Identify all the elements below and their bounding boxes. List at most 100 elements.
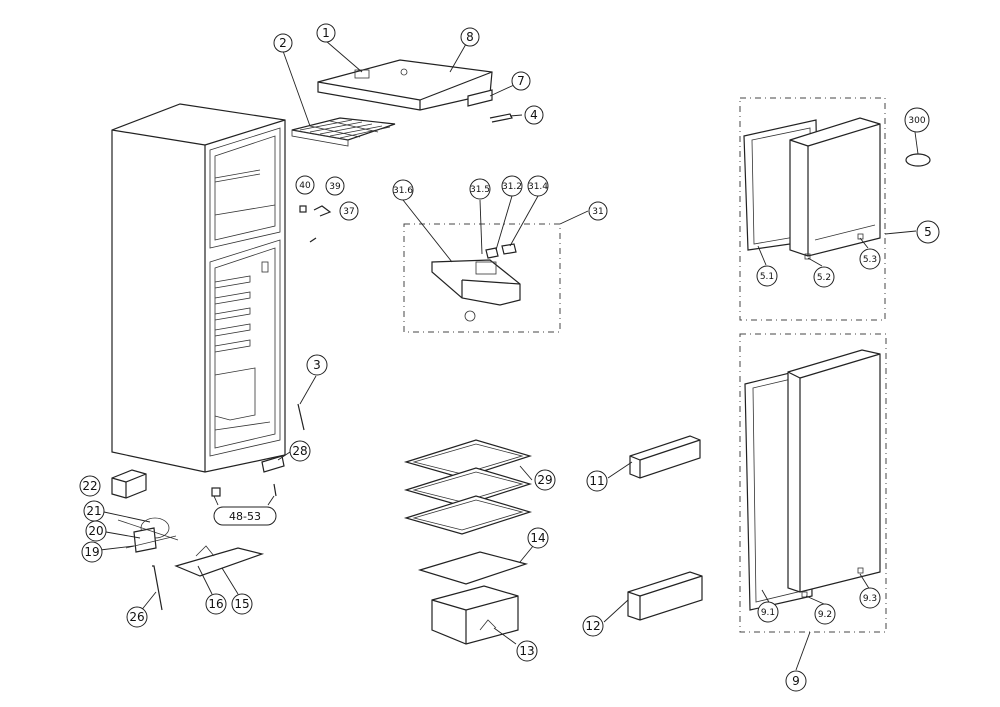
svg-text:22: 22 [82,479,97,493]
svg-text:37: 37 [343,207,354,217]
callout-15: 15 [231,593,253,615]
svg-text:300: 300 [908,116,925,126]
svg-text:31.6: 31.6 [393,186,413,196]
svg-text:31: 31 [592,207,603,217]
svg-text:15: 15 [234,597,249,611]
svg-text:3: 3 [313,358,321,372]
callout-5: 5 [916,220,940,244]
leader-lines [99,40,919,671]
svg-text:20: 20 [88,524,103,538]
callout-3: 3 [306,354,328,376]
svg-text:5.3: 5.3 [863,255,877,265]
callout-20: 20 [85,520,107,542]
callout-37: 37 [339,201,359,221]
callout-9-1: 9.1 [757,601,779,623]
label-plate [467,89,493,107]
callout-40: 40 [295,175,315,195]
door-bin-upper [629,435,701,479]
svg-text:39: 39 [329,182,341,192]
callout-31-5: 31.5 [469,178,491,200]
freezer-wire-shelf [291,117,396,147]
svg-text:14: 14 [530,531,545,545]
svg-text:9.1: 9.1 [761,608,775,618]
callout-13: 13 [516,640,538,662]
screw-part-53 [273,483,277,497]
fridge-door-assembly [739,333,887,633]
callout-26: 26 [126,606,148,628]
svg-text:11: 11 [589,474,604,488]
top-cover [317,59,493,111]
svg-text:28: 28 [292,444,307,458]
callout-9-3: 9.3 [859,587,881,609]
callout-9: 9 [785,670,807,692]
rod-26 [152,565,163,611]
callout-5-1: 5.1 [756,265,778,287]
svg-text:26: 26 [129,610,144,624]
screw-part-40 [299,205,307,213]
callout-16: 16 [205,593,227,615]
crisper-cover [417,551,529,585]
svg-text:40: 40 [299,181,311,191]
screw-part-37 [309,237,317,243]
label-48-53: 48-53 [213,506,277,526]
svg-text:7: 7 [517,74,525,88]
svg-text:13: 13 [519,644,534,658]
callouts: 1 2 8 7 4 40 39 37 31.6 31.5 31.2 31.4 3… [79,23,940,692]
callout-8: 8 [460,27,480,47]
svg-text:9: 9 [792,674,800,688]
door-bin-lower [627,571,703,621]
callout-31-4: 31.4 [527,175,549,197]
svg-text:16: 16 [208,597,223,611]
foot-disc-300 [905,153,931,167]
base-plate [174,545,265,577]
callout-31: 31 [588,201,608,221]
callout-5-3: 5.3 [859,248,881,270]
callout-28: 28 [289,440,311,462]
control-box-assembly [403,223,561,333]
svg-text:4: 4 [530,108,538,122]
compressor-parts [117,517,179,553]
callout-1: 1 [316,23,336,43]
svg-text:31.4: 31.4 [528,182,548,192]
svg-text:31.5: 31.5 [470,185,490,195]
freezer-door-assembly [739,97,886,321]
callout-11: 11 [586,470,608,492]
callout-9-2: 9.2 [814,603,836,625]
hinge-bracket [489,113,513,123]
callout-19: 19 [81,541,103,563]
svg-text:8: 8 [466,30,474,44]
drain-tube [297,403,305,431]
svg-text:9.3: 9.3 [863,594,877,604]
svg-text:1: 1 [322,26,330,40]
svg-text:12: 12 [585,619,600,633]
svg-text:31.2: 31.2 [502,182,522,192]
glass-shelves [403,439,533,535]
svg-text:21: 21 [86,504,101,518]
callout-31-6: 31.6 [392,179,414,201]
callout-300: 300 [904,107,930,133]
svg-text:5.2: 5.2 [817,273,831,283]
callout-4: 4 [524,105,544,125]
svg-text:5.1: 5.1 [760,272,774,282]
svg-text:2: 2 [279,36,287,50]
svg-text:5: 5 [924,225,932,239]
svg-text:29: 29 [537,473,552,487]
svg-text:48-53: 48-53 [229,510,261,523]
callout-2: 2 [273,33,293,53]
callout-7: 7 [511,71,531,91]
callout-22: 22 [79,475,101,497]
callout-12: 12 [582,615,604,637]
svg-text:19: 19 [84,545,99,559]
small-part-48 [211,487,221,497]
callout-29: 29 [534,469,556,491]
fridge-cabinet [111,103,286,473]
svg-text:9.2: 9.2 [818,610,832,620]
callout-31-2: 31.2 [501,175,523,197]
clip-part-39 [313,205,332,217]
callout-14: 14 [527,527,549,549]
callout-5-2: 5.2 [813,266,835,288]
crisper-drawer [431,585,519,645]
callout-21: 21 [83,500,105,522]
